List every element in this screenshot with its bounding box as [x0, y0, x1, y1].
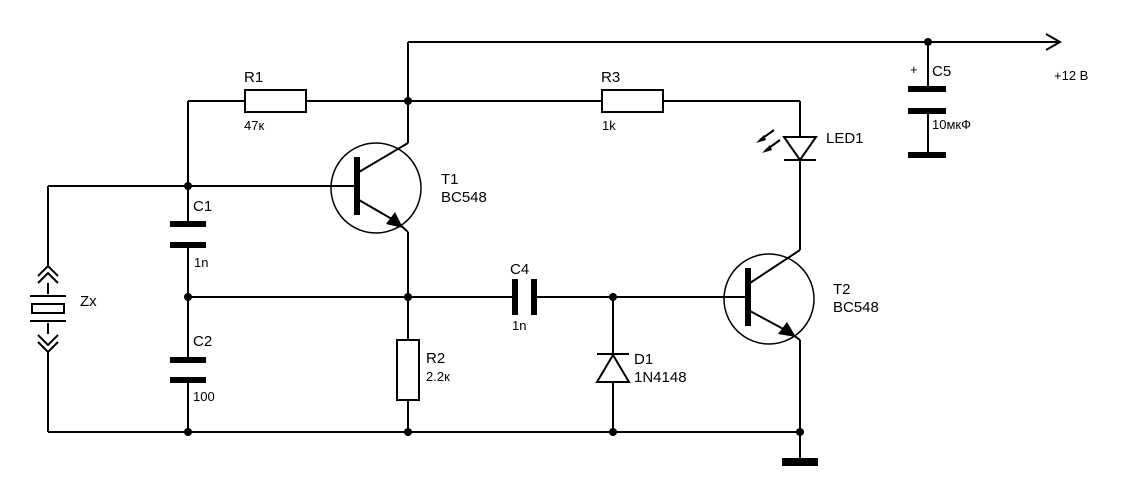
c4-ref: C4	[510, 261, 529, 278]
c1-value: 1n	[194, 255, 208, 270]
c2-value: 100	[193, 389, 215, 404]
t1-envelope	[330, 142, 422, 234]
led1-ray-arrow	[756, 135, 766, 143]
resistor-r2	[396, 339, 420, 401]
t1-ref: T1	[441, 171, 459, 188]
zx-body	[31, 303, 65, 314]
junction-dot	[404, 428, 412, 436]
zx-bottom-chevron	[37, 334, 59, 347]
zx-top-chevron	[37, 271, 59, 284]
r1-value: 47к	[244, 118, 264, 133]
t2-collector-lead	[749, 249, 801, 284]
d1-ref: D1	[634, 351, 653, 368]
supply-arrow	[1045, 33, 1063, 51]
r1-ref: R1	[244, 69, 263, 86]
d1-type: 1N4148	[634, 369, 687, 386]
resistor-r3	[601, 89, 664, 113]
led1-ray-arrow	[762, 145, 772, 153]
resistor-r1	[244, 89, 307, 113]
junction-dot	[924, 38, 932, 46]
led-led1	[756, 129, 818, 162]
t2-emitter-arrow	[778, 322, 796, 337]
t2-type: BC548	[833, 299, 879, 316]
c5-ref: C5	[932, 63, 951, 80]
r3-ref: R3	[601, 69, 620, 86]
transistor-t2	[723, 249, 815, 345]
zx-ref: Zx	[80, 293, 97, 310]
c5-value: 10мкФ	[932, 117, 971, 132]
t2-envelope	[723, 253, 815, 345]
component-zx	[30, 264, 66, 356]
c2-ref: C2	[193, 333, 212, 350]
diode-d1	[595, 353, 631, 383]
c1-ref: C1	[193, 198, 212, 215]
zx-top-chevron	[37, 264, 59, 277]
r2-value: 2.2к	[426, 369, 450, 384]
d1-triangle	[595, 353, 631, 383]
supply-label: +12 В	[1054, 68, 1088, 83]
junction-dot	[404, 293, 412, 301]
led1-triangle	[782, 136, 818, 162]
junction-dot	[404, 97, 412, 105]
zx-bottom-chevron	[37, 341, 59, 354]
junction-dot	[609, 428, 617, 436]
r2-ref: R2	[426, 350, 445, 367]
junction-dot	[184, 182, 192, 190]
junction-dot	[609, 293, 617, 301]
junction-dot	[184, 428, 192, 436]
junctions	[184, 38, 932, 436]
transistor-t1	[330, 142, 422, 234]
junction-dot	[796, 428, 804, 436]
t1-emitter-arrow	[386, 212, 403, 228]
wires	[47, 33, 1063, 462]
junction-dot	[184, 293, 192, 301]
led1-ref: LED1	[826, 130, 864, 147]
t1-collector-lead	[358, 142, 409, 173]
c4-value: 1n	[512, 318, 526, 333]
r3-value: 1k	[602, 118, 616, 133]
t1-type: BC548	[441, 189, 487, 206]
c5-polarity: +	[910, 62, 918, 77]
t2-ref: T2	[833, 281, 851, 298]
